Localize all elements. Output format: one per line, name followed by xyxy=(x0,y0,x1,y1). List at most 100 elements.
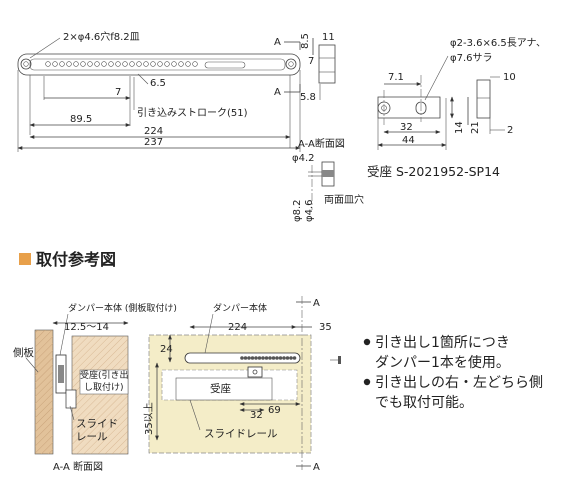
slide-rail-section xyxy=(65,389,77,409)
dim-35-top: 35 xyxy=(319,322,332,333)
rack-tooth xyxy=(178,61,184,67)
dim-phi8-2: φ8.2 xyxy=(292,200,303,223)
rack-tooth xyxy=(275,356,279,360)
receiver-view: φ2-3.6×6.5長アナ、 φ7.6サラ 7.1 10 32 44 14 21… xyxy=(367,37,546,179)
hole-note-leader xyxy=(29,37,61,59)
label-side-panel: 側板 xyxy=(13,346,34,359)
rack-tooth xyxy=(80,61,86,67)
section-mark-a-bottom-bottom: A xyxy=(313,462,320,473)
rack-tooth xyxy=(247,356,251,360)
section-mark-a-top: A xyxy=(274,37,281,48)
section-title: A-A断面図 xyxy=(298,137,345,150)
dim-24: 24 xyxy=(160,344,173,355)
label-damper-side: ダンパー本体 (側板取付け) xyxy=(68,302,177,314)
rack-tooth xyxy=(66,61,72,67)
label-slide-rail-1: スライド xyxy=(76,418,118,430)
heading-marker xyxy=(19,253,31,265)
dim-7-left: 7 xyxy=(115,87,121,98)
dim-7-right: 7 xyxy=(308,56,314,67)
dim-7-1: 7.1 xyxy=(388,72,404,83)
dim-32-bottom: 32 xyxy=(250,410,263,421)
rack-tooth xyxy=(268,356,272,360)
rack-tooth xyxy=(52,61,58,67)
note-line-2: ダンパー1本を使用。 xyxy=(375,354,510,371)
dim-10: 10 xyxy=(503,72,516,83)
label-receiver: 受座 xyxy=(210,382,231,395)
dim-14: 14 xyxy=(454,121,465,134)
dim-35-min: 35以上 xyxy=(143,402,155,435)
slide-rail-bottom xyxy=(175,377,273,401)
damper-rack xyxy=(45,61,198,67)
rack-tooth xyxy=(143,61,149,67)
stroke-label: 引き込みストローク(51) xyxy=(137,107,248,119)
rack-tooth xyxy=(108,61,114,67)
damper-side-profile xyxy=(318,44,336,84)
damper-rack-bottom xyxy=(240,356,297,360)
dim-5-8: 5.8 xyxy=(300,92,316,103)
aa-caption: A-A 断面図 xyxy=(53,460,103,473)
dim-44: 44 xyxy=(402,135,415,146)
receiver-side xyxy=(476,79,491,119)
rack-tooth xyxy=(261,356,265,360)
receiver-hole-note-1: φ2-3.6×6.5長アナ、 xyxy=(450,37,546,49)
rack-tooth xyxy=(157,61,163,67)
receiver-part-label: 受座 S-2021952-SP14 xyxy=(367,164,500,179)
rack-tooth xyxy=(150,61,156,67)
rack-tooth xyxy=(101,61,107,67)
damper-slot xyxy=(204,61,246,69)
rack-tooth xyxy=(264,356,269,360)
dim-237: 237 xyxy=(144,137,163,148)
mounting-plan-view: ダンパー本体 224 35 24 35以上 受座 32 69 スライドレール A… xyxy=(143,296,341,473)
dim-phi4-2: φ4.2 xyxy=(292,153,315,164)
dim-89-5: 89.5 xyxy=(70,114,92,125)
rack-tooth xyxy=(289,356,293,360)
rack-tooth xyxy=(122,61,128,67)
dim-32: 32 xyxy=(400,122,413,133)
both-sides-countersunk: 両面皿穴 xyxy=(324,193,364,206)
label-receiver-pull-1: 受座(引き出 xyxy=(80,369,129,381)
usage-notes: 引き出し1箇所につき ダンパー1本を使用。 引き出しの右・左どちら側 でも取付可… xyxy=(363,334,543,411)
damper-plan-view: 2×φ4.6穴f8.2皿 89.5 7 引き込みストローク(51) 6.5 22… xyxy=(17,30,364,223)
rack-tooth xyxy=(250,356,255,360)
rack-tooth xyxy=(271,356,276,360)
note-line-4: でも取付可能。 xyxy=(375,395,473,411)
damper-inner-outline xyxy=(29,58,286,71)
section-mark-a-bottom: A xyxy=(274,87,281,98)
label-slide-rail-2: レール xyxy=(76,431,108,443)
section-mark-a-top-bottom: A xyxy=(313,298,320,309)
rack-tooth xyxy=(278,356,283,360)
rack-tooth xyxy=(87,61,93,67)
rack-tooth xyxy=(73,61,79,67)
label-slide-rail: スライドレール xyxy=(204,428,278,440)
rack-tooth xyxy=(243,356,248,360)
rack-tooth xyxy=(292,356,297,360)
mounting-section-view: ダンパー本体 (側板取付け) 12.5～14 側板 受座(引き出 し取付け) ス… xyxy=(13,302,177,473)
rack-tooth xyxy=(257,356,262,360)
dim-phi4-6: φ4.6 xyxy=(304,200,315,223)
dim-224: 224 xyxy=(144,126,163,137)
receiver-plate xyxy=(377,96,441,119)
rack-tooth xyxy=(45,61,51,67)
receiver-bottom xyxy=(247,366,263,378)
rack-tooth xyxy=(164,61,170,67)
rack-tooth xyxy=(282,356,286,360)
dim-12-5-14: 12.5～14 xyxy=(64,322,109,333)
receiver-hole-note-2: φ7.6サラ xyxy=(450,52,493,64)
dim-11: 11 xyxy=(322,32,335,43)
rack-tooth xyxy=(129,61,135,67)
dim-8-5: 8.5 xyxy=(300,33,311,49)
damper-body xyxy=(17,53,301,76)
section-heading: 取付参考図 xyxy=(36,250,116,269)
rack-tooth xyxy=(115,61,121,67)
rack-tooth xyxy=(171,61,177,67)
label-damper-main: ダンパー本体 xyxy=(213,302,267,314)
hole-note: 2×φ4.6穴f8.2皿 xyxy=(63,30,140,43)
label-receiver-pull-2: し取付け) xyxy=(84,382,124,393)
rack-tooth xyxy=(240,356,244,360)
dim-6-5: 6.5 xyxy=(150,78,166,89)
dim-21: 21 xyxy=(470,121,481,134)
rack-tooth xyxy=(136,61,142,67)
rack-tooth xyxy=(94,61,100,67)
